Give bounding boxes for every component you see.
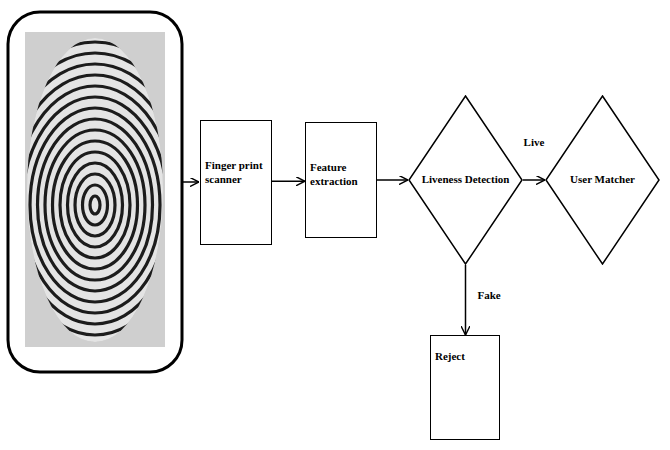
process-box: Feature extraction xyxy=(305,122,377,238)
process-box: Finger print scanner xyxy=(200,120,272,245)
ridge xyxy=(38,119,153,291)
flow-arrow xyxy=(377,179,408,181)
fingerprint-ridges xyxy=(0,20,220,390)
diamond-shape xyxy=(409,96,522,264)
ridge xyxy=(90,196,100,214)
node-label: Finger print scanner xyxy=(205,159,267,187)
ridge xyxy=(8,75,183,335)
edge-label: Live xyxy=(522,136,547,150)
node-label: User Matcher xyxy=(570,173,635,187)
flow-arrow xyxy=(465,265,467,335)
flow-arrow xyxy=(523,179,545,181)
ridge xyxy=(30,108,160,302)
fingerprint-background xyxy=(25,32,165,347)
node-label: Feature extraction xyxy=(310,161,372,189)
ridge xyxy=(60,152,130,258)
input-arrow xyxy=(182,181,199,183)
flow-arrow xyxy=(272,181,305,183)
ridge xyxy=(15,86,175,324)
process-box: Reject xyxy=(430,335,500,440)
ridge xyxy=(0,31,213,379)
ridge xyxy=(0,42,205,368)
ridge xyxy=(45,130,145,280)
decision-diamond: User Matcher xyxy=(545,95,660,265)
node-label: Reject xyxy=(435,350,495,364)
ridge xyxy=(75,174,115,236)
ridge xyxy=(0,64,190,346)
ridge xyxy=(0,53,198,357)
node-label: Liveness Detection xyxy=(422,173,510,187)
ridge xyxy=(23,97,168,313)
decision-diamond: Liveness Detection xyxy=(408,95,523,265)
ridge xyxy=(68,163,123,247)
ridge xyxy=(0,20,220,390)
image-frame xyxy=(8,12,182,372)
ridge xyxy=(83,185,108,225)
edge-label: Fake xyxy=(476,289,503,303)
ridge xyxy=(53,141,138,269)
diamond-shape xyxy=(546,96,659,264)
